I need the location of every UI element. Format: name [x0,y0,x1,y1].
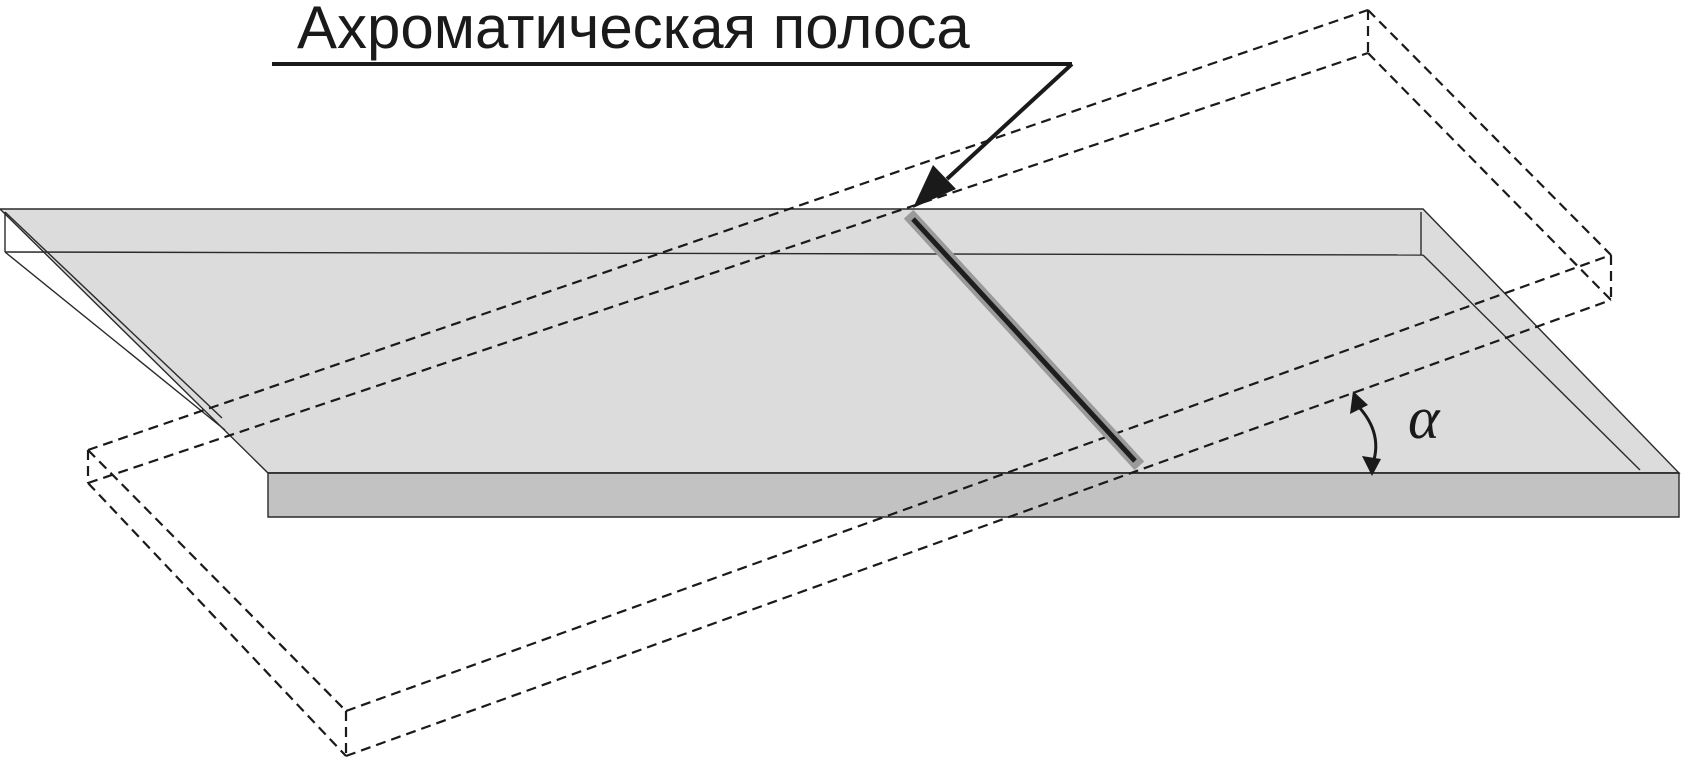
angle-arrow-bottom-icon [1362,456,1381,476]
plate-back-inner-edge [4,251,1424,256]
angle-arrow-top-icon [1350,391,1368,414]
plate-front-face [267,472,1680,518]
tilted-top-front-edge [345,253,1612,713]
glass-plate [0,208,1681,518]
tilted-bottom-front-edge [345,298,1612,758]
callout-label: Ахроматическая полоса [297,0,970,61]
achromatic-band [903,209,1145,471]
tilted-lower-back-edge [87,51,1369,485]
plate-right-inner-edge [1422,254,1641,471]
plate-left-inner-edge [4,251,226,431]
tilted-top-back-edge [87,8,1369,452]
callout-leader-line [945,62,1074,181]
angle-alpha-label: α [1408,385,1441,451]
achromatic-band-core [911,217,1137,463]
tilted-right-top-edge [1367,9,1612,256]
tilted-right-bottom-edge [1367,52,1612,301]
tilted-plate-dashed [86,8,1613,758]
callout: Ахроматическая полоса [272,0,1074,208]
callout-arrowhead [913,165,956,208]
tilted-left-bottom-edge [87,482,347,757]
tilted-left-top-edge [87,449,347,712]
angle-indicator: α [1350,385,1441,476]
plate-left-inner-edge-2 [4,211,223,419]
